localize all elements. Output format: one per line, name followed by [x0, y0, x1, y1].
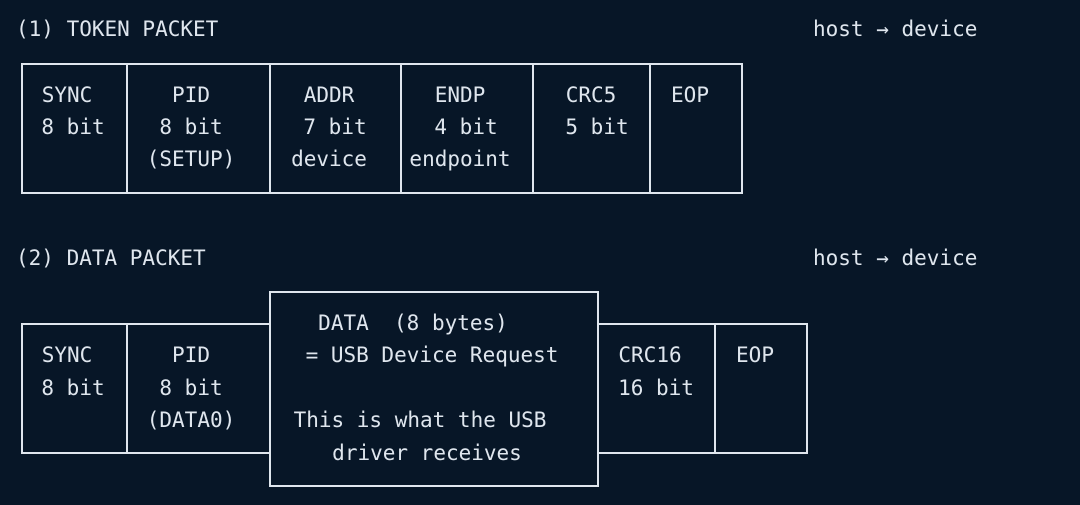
data-field-description: = USB Device Request: [305, 343, 559, 367]
field-size: 8 bit: [159, 115, 223, 139]
field-size: 8 bit: [159, 376, 223, 400]
token-divider: [269, 63, 271, 194]
token-divider: [649, 63, 651, 194]
data-packet-title: (2) DATA PACKET: [16, 246, 206, 270]
token-packet-outline: [21, 63, 743, 194]
data-divider: [714, 323, 716, 454]
data-field-note-line2: driver receives: [332, 441, 522, 465]
data-packet-right-outline: [597, 323, 808, 454]
field-size: 4 bit: [434, 115, 498, 139]
token-divider: [126, 63, 128, 194]
token-packet-title: (1) TOKEN PACKET: [16, 17, 219, 41]
field-name: CRC5: [565, 83, 617, 107]
field-name: SYNC: [41, 343, 93, 367]
data-packet-direction: host → device: [813, 246, 978, 270]
data-field-note-line1: This is what the USB: [293, 408, 547, 432]
data-field-title: DATA (8 bytes): [318, 311, 508, 335]
field-note: endpoint: [409, 147, 511, 171]
field-note: device: [291, 147, 367, 171]
field-name: EOP: [671, 83, 709, 107]
field-name: ENDP: [434, 83, 486, 107]
field-name: EOP: [736, 343, 774, 367]
token-divider: [400, 63, 402, 194]
data-divider: [126, 323, 128, 454]
field-size: 5 bit: [565, 115, 629, 139]
token-packet-direction: host → device: [813, 17, 978, 41]
field-name: PID: [172, 83, 210, 107]
field-name: ADDR: [303, 83, 355, 107]
field-name: CRC16: [618, 343, 682, 367]
field-name: SYNC: [41, 83, 93, 107]
field-name: PID: [172, 343, 210, 367]
field-size: 7 bit: [303, 115, 367, 139]
token-divider: [532, 63, 534, 194]
field-size: 16 bit: [618, 376, 694, 400]
field-note: (SETUP): [146, 147, 236, 171]
field-size: 8 bit: [41, 115, 105, 139]
field-size: 8 bit: [41, 376, 105, 400]
field-note: (DATA0): [146, 408, 236, 432]
